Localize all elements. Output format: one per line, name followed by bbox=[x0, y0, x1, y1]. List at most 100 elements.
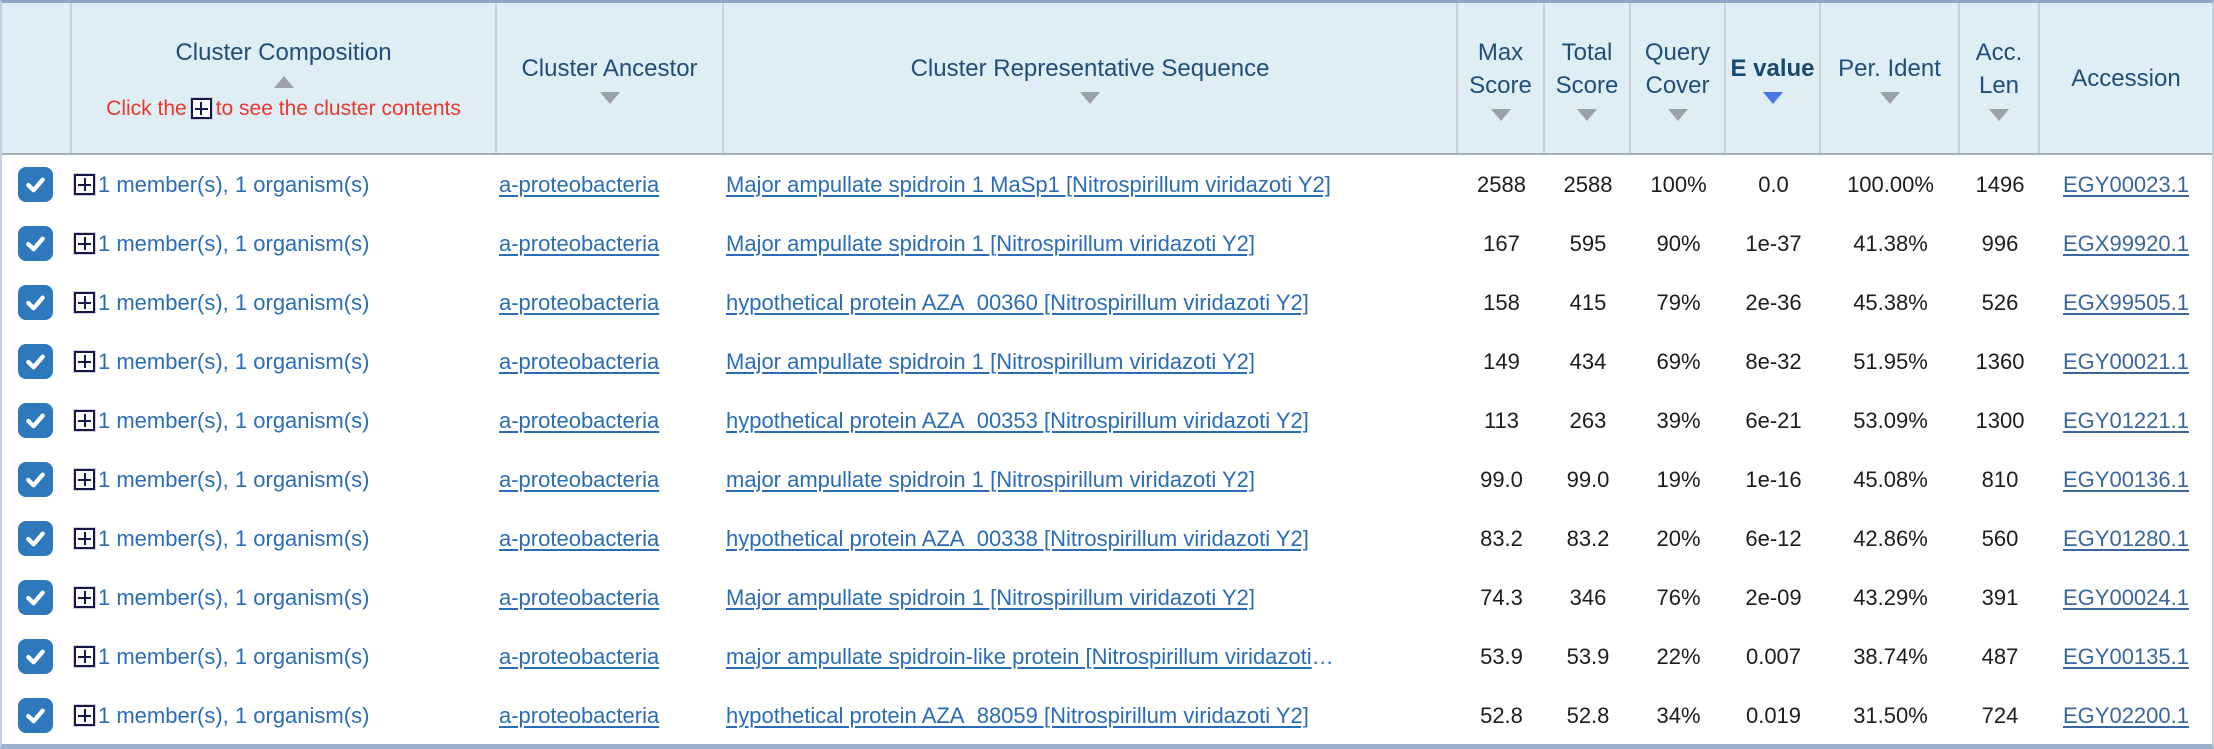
query-cover-value: 69% bbox=[1656, 348, 1701, 374]
query-cover-value: 100% bbox=[1650, 171, 1707, 197]
table-row: 1 member(s), 1 organism(s) a-proteobacte… bbox=[2, 627, 2212, 686]
expand-icon[interactable] bbox=[74, 410, 95, 431]
per-ident-value: 42.86% bbox=[1853, 525, 1928, 551]
ancestor-link[interactable]: a-proteobacteria bbox=[499, 643, 660, 669]
expand-icon[interactable] bbox=[74, 292, 95, 313]
accession-link[interactable]: EGY00136.1 bbox=[2063, 466, 2189, 492]
expand-icon[interactable] bbox=[74, 646, 95, 667]
header-max-score[interactable]: Max Score bbox=[1458, 3, 1545, 153]
sequence-link[interactable]: hypothetical protein AZA_00360 [Nitrospi… bbox=[726, 289, 1309, 315]
sort-desc-icon[interactable] bbox=[1080, 92, 1100, 104]
ancestor-link[interactable]: a-proteobacteria bbox=[499, 584, 660, 610]
sort-desc-icon[interactable] bbox=[1879, 92, 1900, 104]
row-checkbox[interactable] bbox=[18, 462, 53, 497]
row-checkbox[interactable] bbox=[18, 698, 53, 733]
accession-link[interactable]: EGY01221.1 bbox=[2063, 407, 2189, 433]
expand-icon[interactable] bbox=[74, 469, 95, 490]
sequence-link[interactable]: Major ampullate spidroin 1 [Nitrospirill… bbox=[726, 584, 1256, 610]
expand-icon[interactable] bbox=[74, 174, 95, 195]
sort-desc-icon[interactable] bbox=[1490, 108, 1511, 121]
table-row: 1 member(s), 1 organism(s) a-proteobacte… bbox=[2, 686, 2212, 744]
header-cluster-representative-sequence[interactable]: Cluster Representative Sequence bbox=[724, 3, 1458, 153]
e-value-value: 0.007 bbox=[1745, 643, 1802, 669]
expand-icon[interactable] bbox=[74, 351, 95, 372]
select-cell bbox=[2, 509, 72, 568]
sequence-link[interactable]: hypothetical protein AZA_88059 [Nitrospi… bbox=[726, 702, 1309, 728]
accession-link[interactable]: EGY00135.1 bbox=[2063, 643, 2189, 669]
sort-asc-icon[interactable] bbox=[273, 75, 294, 88]
row-checkbox[interactable] bbox=[18, 226, 53, 261]
sequence-link[interactable]: hypothetical protein AZA_00338 [Nitrospi… bbox=[726, 525, 1309, 551]
max-score-value: 74.3 bbox=[1480, 584, 1523, 610]
sequence-link[interactable]: major ampullate spidroin 1 [Nitrospirill… bbox=[726, 466, 1256, 492]
sequence-link[interactable]: Major ampullate spidroin 1 MaSp1 [Nitros… bbox=[726, 171, 1331, 197]
header-per-ident[interactable]: Per. Ident bbox=[1821, 3, 1960, 153]
ancestor-link[interactable]: a-proteobacteria bbox=[499, 407, 660, 433]
sort-desc-active-icon[interactable] bbox=[1762, 92, 1783, 104]
expand-icon[interactable] bbox=[74, 233, 95, 254]
per-ident-value: 38.74% bbox=[1853, 643, 1928, 669]
ancestor-link[interactable]: a-proteobacteria bbox=[499, 171, 660, 197]
acc-len-value: 1300 bbox=[1975, 407, 2025, 433]
expand-icon[interactable] bbox=[74, 528, 95, 549]
sequence-cell: Major ampullate spidroin 1 MaSp1 [Nitros… bbox=[724, 155, 1458, 214]
max-score-value: 52.8 bbox=[1480, 702, 1523, 728]
accession-link[interactable]: EGY01280.1 bbox=[2063, 525, 2189, 551]
ancestor-link[interactable]: a-proteobacteria bbox=[499, 525, 660, 551]
ancestor-link[interactable]: a-proteobacteria bbox=[499, 466, 660, 492]
header-cluster-ancestor[interactable]: Cluster Ancestor bbox=[497, 3, 724, 153]
header-total-score[interactable]: Total Score bbox=[1545, 3, 1631, 153]
header-label: E value bbox=[1730, 55, 1815, 82]
header-label: Cluster Representative Sequence bbox=[910, 55, 1270, 82]
sequence-link[interactable]: Major ampullate spidroin 1 [Nitrospirill… bbox=[726, 230, 1256, 256]
accession-cell: EGY01280.1 bbox=[2040, 509, 2212, 568]
sort-desc-icon[interactable] bbox=[1577, 108, 1597, 121]
total-score-value: 99.0 bbox=[1566, 466, 1610, 492]
select-cell bbox=[2, 686, 72, 744]
row-checkbox[interactable] bbox=[18, 285, 53, 320]
acc-len-value: 1360 bbox=[1975, 348, 2025, 374]
row-checkbox[interactable] bbox=[18, 403, 53, 438]
cluster-composition-text: 1 member(s), 1 organism(s) bbox=[98, 584, 370, 610]
e-value-value: 2e-36 bbox=[1745, 289, 1802, 315]
cluster-composition-text: 1 member(s), 1 organism(s) bbox=[98, 289, 370, 315]
ancestor-link[interactable]: a-proteobacteria bbox=[499, 289, 660, 315]
header-e-value[interactable]: E value bbox=[1726, 3, 1821, 153]
sequence-link[interactable]: hypothetical protein AZA_00353 [Nitrospi… bbox=[726, 407, 1309, 433]
header-accession[interactable]: Accession bbox=[2040, 3, 2212, 153]
accession-link[interactable]: EGY00021.1 bbox=[2063, 348, 2189, 374]
sequence-link[interactable]: major ampullate spidroin-like protein [N… bbox=[726, 643, 1312, 669]
cluster-composition-text: 1 member(s), 1 organism(s) bbox=[98, 466, 370, 492]
header-acc-len[interactable]: Acc. Len bbox=[1960, 3, 2040, 153]
row-checkbox[interactable] bbox=[18, 521, 53, 556]
header-query-cover[interactable]: Query Cover bbox=[1631, 3, 1726, 153]
row-checkbox[interactable] bbox=[18, 580, 53, 615]
acc-len-value: 560 bbox=[1981, 525, 2019, 551]
per-ident-value: 41.38% bbox=[1853, 230, 1928, 256]
row-checkbox[interactable] bbox=[18, 167, 53, 202]
accession-link[interactable]: EGY00024.1 bbox=[2063, 584, 2189, 610]
max-score-value: 2588 bbox=[1477, 171, 1526, 197]
header-select-cell bbox=[2, 3, 72, 153]
expand-icon[interactable] bbox=[74, 587, 95, 608]
ancestor-link[interactable]: a-proteobacteria bbox=[499, 230, 660, 256]
row-checkbox[interactable] bbox=[18, 639, 53, 674]
sort-desc-icon[interactable] bbox=[1667, 108, 1688, 121]
ancestor-link[interactable]: a-proteobacteria bbox=[499, 702, 660, 728]
sort-desc-icon[interactable] bbox=[599, 92, 620, 104]
accession-link[interactable]: EGX99505.1 bbox=[2063, 289, 2189, 315]
composition-cell: 1 member(s), 1 organism(s) bbox=[72, 568, 497, 627]
accession-link[interactable]: EGY00023.1 bbox=[2063, 171, 2189, 197]
max-score-value: 113 bbox=[1483, 407, 1520, 433]
row-checkbox[interactable] bbox=[18, 344, 53, 379]
accession-link[interactable]: EGX99920.1 bbox=[2063, 230, 2189, 256]
ancestor-link[interactable]: a-proteobacteria bbox=[499, 348, 660, 374]
select-cell bbox=[2, 214, 72, 273]
per-ident-value: 51.95% bbox=[1853, 348, 1928, 374]
accession-link[interactable]: EGY02200.1 bbox=[2063, 702, 2189, 728]
sequence-link[interactable]: Major ampullate spidroin 1 [Nitrospirill… bbox=[726, 348, 1256, 374]
expand-icon[interactable] bbox=[74, 705, 95, 726]
header-cluster-composition[interactable]: Cluster Composition Click the to see the… bbox=[72, 3, 497, 153]
sort-desc-icon[interactable] bbox=[1989, 108, 2009, 121]
per-ident-value: 45.38% bbox=[1853, 289, 1928, 315]
